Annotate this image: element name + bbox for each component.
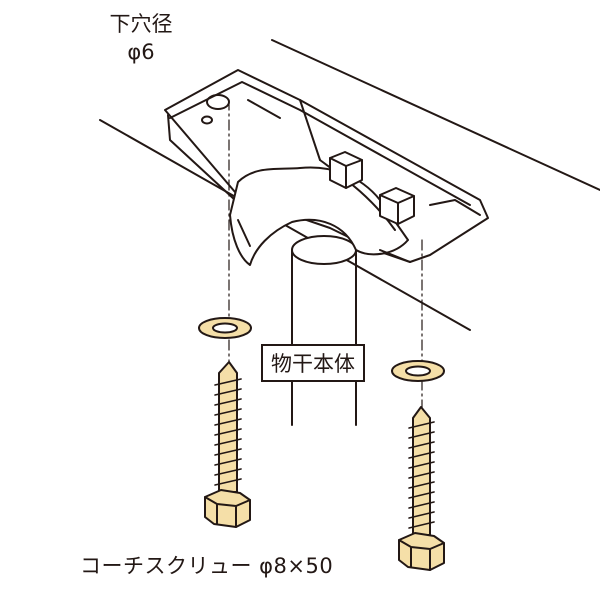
pilot-hole-label: 下穴径 φ6 — [96, 10, 186, 66]
pole-body-label: 物干本体 — [261, 344, 365, 382]
washer-right — [391, 360, 445, 382]
coach-screw-label: コーチスクリュー φ8×50 — [80, 554, 334, 578]
hex-bolt-2 — [379, 187, 415, 225]
coach-screw-right — [398, 406, 445, 571]
pilot-hole-size: φ6 — [127, 40, 155, 64]
mounting-bracket — [164, 69, 489, 266]
pole-body — [291, 235, 357, 426]
coach-screw-left — [204, 361, 251, 528]
hex-bolt-1 — [329, 151, 363, 189]
pilot-hole-title: 下穴径 — [109, 12, 173, 36]
washer-left — [198, 317, 252, 339]
